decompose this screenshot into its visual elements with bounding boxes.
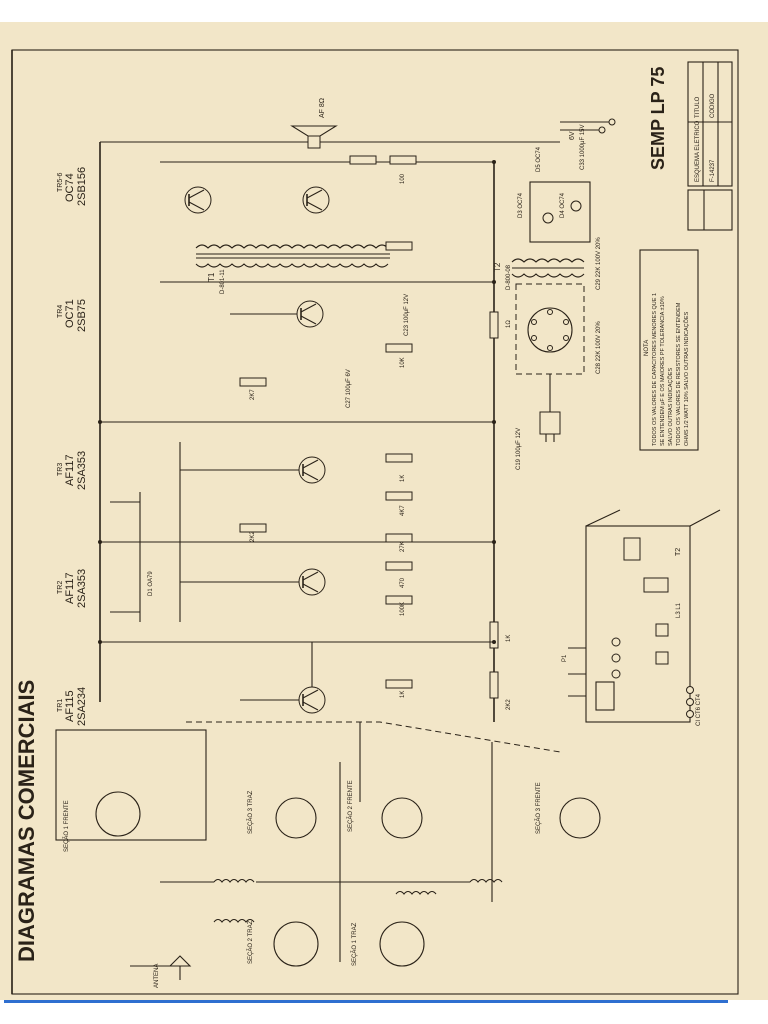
title-block: TITULO ESQUEMA ELETRICO CODIGO F-14237 [687,61,733,231]
speaker-icon: AF 8Ω [290,98,338,149]
c28-label: C28 22K 100V 20% [596,321,602,374]
tr3-ref: TR3 [57,463,64,476]
bottom-accent-bar [4,1000,728,1003]
note-line-5: OHMS 1/2 WATT 10% SALVO OUTRAS INDICAÇÕE… [683,311,690,446]
transformer-t2: T2 D-800-08 [493,258,585,290]
r4-label: 1K [506,635,512,642]
antenna-icon: ANTENA [130,955,192,988]
outer-border [11,49,739,995]
tr4-type: OC71 [64,299,76,328]
section-title: DIAGRAMAS COMERCIAIS [14,680,39,962]
tr2-alt: 2SA353 [76,569,88,608]
transistor-tr2 [180,568,326,596]
tr3-alt: 2SA353 [76,451,88,490]
r5-label: 470 [400,577,406,588]
d3-label: D3 OC74 [518,192,524,218]
codigo-value: F-14237 [710,159,716,182]
transistor-labels: TR1 AF115 2SA234 TR2 AF117 2SA353 TR3 AF… [57,167,88,726]
c33-label: C33 1000μF 15V [580,125,586,171]
titulo-value: ESQUEMA ELETRICO [695,120,701,182]
r20-label: 2K7 [250,389,256,400]
c23-label: C23 100μF 12V [404,294,410,336]
band-switch-area: SEÇÃO 1 FRENTE SEÇÃO 3 TRAZ SEÇÃO 2 FREN… [55,729,601,967]
pcb-l-label: L3 L1 [676,602,682,618]
antenna-label: ANTENA [154,964,160,988]
t1-label: T1 [207,272,216,282]
r18-label: 100 [400,173,406,184]
secao-2f-label: SEÇÃO 2 FRENTE [347,780,354,832]
tr1-type: AF115 [64,690,76,722]
schematic-sheet: DIAGRAMAS COMERCIAIS SEMP LP 75 TITULO E… [0,22,768,1000]
note-line-1: TODOS OS VALORES DE CAPACITORES MENORES … [652,293,658,446]
r12-label: 10K [400,357,406,368]
p1-label: P1 [562,654,568,662]
capacitor-labels: C19 100μF 12V C23 100μF 12V C27 100μF 6V… [148,294,522,596]
transformer-t1: T1 D-801-11 [195,244,390,294]
pcb-layout: CI CT6 CT4 L3 L1 T2 P1 [562,509,721,726]
tr2-type: AF117 [64,572,76,604]
stage-wiring [100,281,494,643]
transistor-tr4 [230,300,324,328]
r6-label: 100K [400,602,406,616]
secao-3f-label: SEÇÃO 3 FRENTE [535,782,542,834]
d1-label: D1 OA79 [148,571,154,596]
speaker-label: AF 8Ω [319,98,326,118]
schematic-drawing: DIAGRAMAS COMERCIAIS SEMP LP 75 TITULO E… [11,49,739,995]
tr5-type: OC74 [64,173,76,202]
d4-label: D4 OC74 [560,192,566,218]
pcb-ci-label: CI CT6 CT4 [696,693,702,726]
note-box: NOTA TODOS OS VALORES DE CAPACITORES MEN… [639,249,699,451]
transistor-tr3 [180,456,326,484]
titulo-label: TITULO [695,96,701,118]
gang-link [186,721,561,753]
tr5-alt: 2SB156 [76,167,88,206]
transistor-tr5 [184,186,212,214]
transistor-tr6 [302,186,330,214]
supply-label: 6V [569,131,576,140]
tr4-ref: TR4 [57,305,64,318]
transistor-tr1 [240,642,326,714]
bridge-rectifier: D3 OC74 D4 OC74 [518,181,591,243]
pcb-t2-label: T2 [675,548,682,556]
r20b-label: 2K2 [250,531,256,542]
t2-label: T2 [493,262,502,272]
tr2-ref: TR2 [57,581,64,594]
secao-2t-label: SEÇÃO 2 TRAZ [247,920,254,964]
secao-3t-label: SEÇÃO 3 TRAZ [247,790,254,834]
tr1-ref: TR1 [57,699,64,712]
secao-1t-label: SEÇÃO 1 TRAZ [351,922,358,966]
codigo-label: CODIGO [710,93,716,118]
r9-label: 4K7 [400,505,406,516]
t1-code: D-801-11 [220,269,226,294]
r10-label: 1K [400,475,406,482]
r3-label: 1K [400,691,406,698]
note-line-2: SE ENTENDEM μF E OS MAIORES PF TOLERANCI… [660,296,666,446]
tr5-ref: TR5-6 [57,172,64,192]
power-supply: 6V C33 1000μF 15V D5 OC74 [536,118,616,172]
c29-label: C29 22K 100V 20% [596,237,602,290]
note-line-4: TODOS OS VALORES DE RESISTORES SE ENTEND… [676,302,682,446]
note-line-3: SALVO OUTRAS INDICAÇÕES [667,368,674,446]
c27-label: C27 100μF 6V [346,369,352,408]
secao-1f-label: SEÇÃO 1 FRENTE [63,800,70,852]
resistor-group [239,155,499,699]
t2-code: D-800-08 [506,264,512,290]
r7-label: 27K [400,541,406,552]
note-heading: NOTA [644,340,650,356]
resistor-labels: 100 10K 1K 4K7 27K 470 100K 1K 1K 2K2 1Ω… [250,173,512,710]
r14-label: 1Ω [506,320,512,328]
coil-rows [160,722,503,962]
tr1-alt: 2SA234 [76,687,88,726]
c19-label: C19 100μF 12V [516,428,522,470]
junction-dots [98,160,496,644]
r1-label: 2K2 [506,699,512,710]
tr4-alt: 2SB75 [76,299,88,332]
model-title: SEMP LP 75 [648,67,668,170]
tr3-type: AF117 [64,454,76,486]
power-switch: C28 22K 100V 20% C29 22K 100V 20% [515,237,602,442]
d5-label: D5 OC74 [536,146,542,172]
